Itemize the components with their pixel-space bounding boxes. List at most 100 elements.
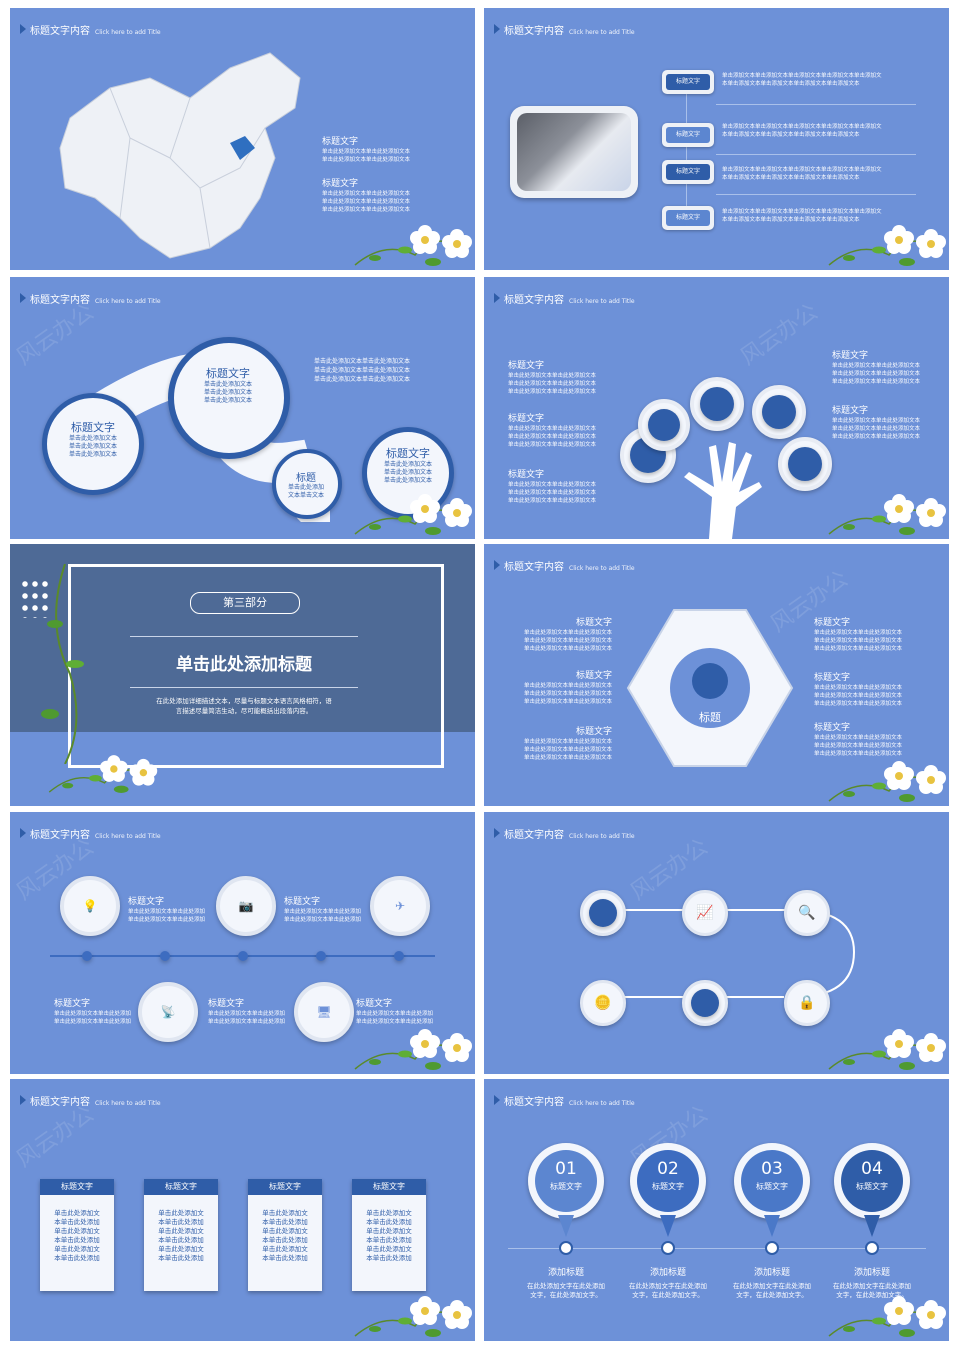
disc-icon [762,395,796,429]
left-item-2: 标题文字单击此处添加文本单击此处添加文本单击此处添加文本单击此处添加文本单击此处… [516,672,612,706]
pin-desc: 文字，在此处添加文字。 [736,1291,808,1299]
item-line: 单击此处添加文本单击此处添加文本 [523,747,612,753]
map-item-1: 标题文字 单击此处添加文本单击此处添加文本 单击此处添加文本单击此处添加文本 [322,138,410,164]
item-title: 标题文字 [814,673,851,683]
right-item-1: 标题文字单击此处添加文本单击此处添加文本单击此处添加文本单击此处添加文本单击此处… [814,619,902,653]
item-line: 单击此处添加文本单击此处添加文本 [508,498,597,504]
pin-desc: 在此处添加文字在此处添加 [733,1282,811,1290]
label-box: 标题文字 [662,123,714,147]
timeline-dot [160,951,170,961]
item-line: 单击此处添加文本单击此处添加文本 [322,207,411,213]
chart-icon: 📈 [696,905,714,921]
card-line: 本单击此处添加 [366,1218,412,1226]
hexagon-center-label: 标题 [699,711,721,724]
slide-section-title[interactable]: 第三部分 单击此处添加标题 在此处添加详细描述文本，尽量与标题文本语言风格相符，… [10,544,475,806]
item-line: 单击此处添加文本单击此处添加 [284,917,362,923]
item-line: 单击此处添加文本单击此处添加文本 [523,691,612,697]
flower-decoration [828,760,947,803]
item-line: 单击此处添加文本单击此处添加文本 [508,373,597,379]
timeline-item-2: 标题文字单击此处添加文本单击此处添加单击此处添加文本单击此处添加 [284,898,361,924]
bubble-left [42,393,144,495]
label-text: 标题文字 [666,164,710,180]
send-icon: ✈ [394,899,406,913]
pin-number: 04 [861,1159,883,1179]
bubble-top-text: 标题文字 单击此处添加文本 单击此处添加文本 单击此处添加文本 [188,365,268,405]
card-line: 单击此处添加文 [54,1209,100,1217]
bubble-line: 单击此处添加文本 [203,381,252,388]
item-line: 单击此处添加文本单击此处添加 [54,1019,132,1025]
pin-fill [535,1150,597,1212]
header-title: 标题文字内容 [504,562,564,573]
row-text: 单击添加文本单击添加文本单击添加文本单击添加文本单击添加文本单击添加文本单击添加… [722,123,882,139]
user-node [580,890,626,936]
send-circle: ✈ [370,876,430,936]
label-box: 标题文字 [662,70,714,94]
card-body: 单击此处添加文本单击此处添加单击此处添加文本单击此处添加单击此处添加文本单击此处… [40,1195,114,1263]
timeline-item-4: 标题文字单击此处添加文本单击此处添加单击此处添加文本单击此处添加 [208,1000,285,1026]
bubble-line: 单击此处添加文本 [383,461,432,468]
item-line: 单击此处添加文本单击此处添加 [54,1011,132,1017]
bubble-line: 单击此处添加文本 [383,469,432,476]
monitor-circle: 🖥 [294,982,354,1042]
header-title: 标题文字内容 [504,26,564,37]
item-line: 单击此处添加文本单击此处添加文本 [508,490,597,496]
gear-icon [648,409,680,441]
bubble-title: 标题文字 [386,447,430,460]
business-photo [517,113,631,191]
right-item-2: 标题文字单击此处添加文本单击此处添加文本单击此处添加文本单击此处添加文本单击此处… [832,407,920,441]
header-marker-icon [494,828,500,838]
watermark: 风云办公 [736,299,823,371]
item-line: 单击此处添加文本单击此处添加文本 [814,743,903,749]
header-marker-icon [494,293,500,303]
divider [716,104,916,105]
item-line: 单击此处添加文本单击此处添加文本 [814,638,903,644]
item-line: 单击此处添加文本单击此处添加 [208,1011,286,1017]
pin-fill [841,1150,903,1212]
bubble-line: 单击此处添加文本 [383,477,432,484]
item-line: 单击此处添加文本单击此处添加 [208,1019,286,1025]
header-title: 标题文字内容 [504,1097,564,1108]
item-line: 单击此处添加文本单击此处添加文本 [523,755,612,761]
bubble-top [168,337,290,459]
item-line: 单击此处添加文本单击此处添加文本 [832,371,921,377]
item-title: 标题文字 [814,618,851,628]
card-line: 本单击此处添加 [262,1236,308,1244]
side-text: 单击此处添加文本单击此处添加文本 单击此处添加文本单击此处添加文本 单击此处添加… [314,357,410,384]
item-line: 单击此处添加文本单击此处添加文本 [523,699,612,705]
item-line: 单击此处添加文本单击此处添加文本 [322,191,411,197]
item-line: 单击此处添加文本单击此处添加文本 [832,418,921,424]
flower-decoration [354,1295,473,1338]
left-item-3: 标题文字单击此处添加文本单击此处添加文本单击此处添加文本单击此处添加文本单击此处… [516,728,612,762]
flower-decoration [828,224,947,267]
item-title: 标题文字 [508,414,545,424]
card-line: 单击此处添加文 [158,1209,204,1217]
bubble-line: 单击此处添加文本 [68,435,117,442]
card-line: 单击此处添加文 [366,1209,412,1217]
row-line: 本单击添加文本单击添加文本单击添加文本单击添加文本 [722,175,860,181]
card-header: 标题文字 [248,1179,322,1195]
pin-tail [864,1215,880,1237]
card-line: 本单击此处添加 [158,1236,204,1244]
label-text: 标题文字 [666,127,710,143]
item-line: 单击此处添加文本单击此处添加文本 [832,379,921,385]
coins-icon: 🪙 [594,995,612,1011]
item-title: 标题文字 [356,999,393,1009]
item-line: 单击此处添加文本单击此处添加文本 [508,434,597,440]
item-title: 标题文字 [208,999,245,1009]
bubble-title: 标题文字 [71,421,115,434]
timeline-item-5: 标题文字单击此处添加文本单击此处添加单击此处添加文本单击此处添加 [356,1000,433,1026]
item-title: 标题文字 [575,727,612,737]
row-line: 本单击添加文本单击添加文本单击添加文本单击添加文本 [722,217,860,223]
pin-title: 添加标题 [547,1268,584,1278]
